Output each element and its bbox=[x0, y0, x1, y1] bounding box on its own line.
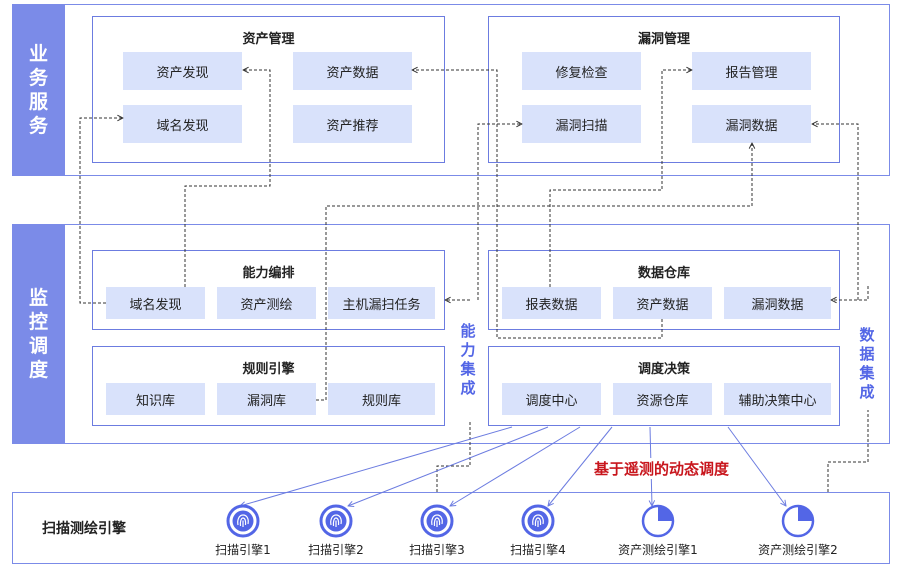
wh-asset-data-cell: 资产数据 bbox=[613, 287, 712, 319]
connector-data-to-vulndata bbox=[812, 124, 859, 300]
dispatch-line-4 bbox=[548, 426, 613, 506]
engine-scan-2: 扫描引擎2 bbox=[306, 503, 366, 563]
connector-engine-to-capability bbox=[436, 420, 471, 492]
dispatch-line-1 bbox=[240, 426, 513, 506]
engine-mapping-1: 资产测绘引擎1 bbox=[618, 503, 698, 563]
vuln-scan-cell: 漏洞扫描 bbox=[522, 105, 641, 143]
capability-integration-label: 能力集成 bbox=[458, 322, 478, 398]
connector-domain-loop bbox=[79, 118, 123, 304]
rule-db-cell: 规则库 bbox=[328, 383, 435, 415]
scheduling-center-cell: 调度中心 bbox=[502, 383, 601, 415]
asset-data-cell: 资产数据 bbox=[293, 52, 412, 90]
dispatch-line-6 bbox=[727, 426, 786, 506]
orch-asset-mapping-cell: 资产测绘 bbox=[217, 287, 316, 319]
dispatch-line-3 bbox=[450, 426, 581, 506]
knowledge-base-cell: 知识库 bbox=[106, 383, 205, 415]
connector-capability-to-vulnscan bbox=[477, 124, 522, 300]
report-data-cell: 报表数据 bbox=[502, 287, 601, 319]
report-management-cell: 报告管理 bbox=[692, 52, 811, 90]
wh-vuln-data-cell: 漏洞数据 bbox=[724, 287, 831, 319]
engine-label: 资产测绘引擎2 bbox=[758, 543, 838, 557]
data-integration-label: 数据集成 bbox=[857, 326, 877, 402]
orch-host-scan-task-cell: 主机漏扫任务 bbox=[328, 287, 435, 319]
monitor-layer-label: 监控调度 bbox=[12, 224, 65, 444]
orchestration-title: 能力编排 bbox=[242, 266, 295, 281]
business-layer-label: 业务服务 bbox=[12, 4, 65, 176]
engine-label: 扫描引擎3 bbox=[409, 543, 465, 557]
fingerprint-icon bbox=[521, 504, 555, 538]
engine-mapping-2: 资产测绘引擎2 bbox=[758, 503, 838, 563]
dynamic-scheduling-label: 基于遥测的动态调度 bbox=[594, 458, 730, 479]
asset-recommend-cell: 资产推荐 bbox=[293, 105, 412, 143]
rule-engine-title: 规则引擎 bbox=[242, 362, 295, 377]
fix-check-cell: 修复检查 bbox=[522, 52, 641, 90]
pie-chart-icon bbox=[641, 504, 675, 538]
engine-layer-label: 扫描测绘引擎 bbox=[42, 521, 126, 537]
data-warehouse-title: 数据仓库 bbox=[637, 266, 690, 281]
pie-chart-icon bbox=[781, 504, 815, 538]
engine-label: 扫描引擎4 bbox=[510, 543, 566, 557]
connector-report-to-reportmgmt bbox=[549, 70, 692, 287]
fingerprint-icon bbox=[420, 504, 454, 538]
domain-discovery-cell: 域名发现 bbox=[123, 105, 242, 143]
engine-label: 扫描引擎1 bbox=[215, 543, 271, 557]
resource-repo-cell: 资源仓库 bbox=[613, 383, 712, 415]
connector-engine-to-data bbox=[827, 410, 869, 492]
asset-management-title: 资产管理 bbox=[242, 32, 295, 47]
connector-warehouse-to-assetdata bbox=[412, 70, 663, 339]
fingerprint-icon bbox=[319, 504, 353, 538]
dispatch-line-2 bbox=[348, 426, 549, 506]
asset-discovery-cell: 资产发现 bbox=[123, 52, 242, 90]
engine-scan-1: 扫描引擎1 bbox=[213, 503, 273, 563]
engine-label: 资产测绘引擎1 bbox=[618, 543, 698, 557]
engine-scan-3: 扫描引擎3 bbox=[407, 503, 467, 563]
decision-support-cell: 辅助决策中心 bbox=[724, 383, 831, 415]
engine-label: 扫描引擎2 bbox=[308, 543, 364, 557]
connector-vulndb-to-vulndata bbox=[316, 143, 752, 401]
vuln-data-cell: 漏洞数据 bbox=[692, 105, 811, 143]
engine-scan-4: 扫描引擎4 bbox=[508, 503, 568, 563]
connector-to-asset-discovery bbox=[184, 70, 271, 287]
scheduling-decision-title: 调度决策 bbox=[637, 362, 690, 377]
connector-data-to-whvuln bbox=[831, 286, 869, 300]
vuln-management-title: 漏洞管理 bbox=[637, 32, 690, 47]
orch-domain-discovery-cell: 域名发现 bbox=[106, 287, 205, 319]
vuln-db-cell: 漏洞库 bbox=[217, 383, 316, 415]
fingerprint-icon bbox=[226, 504, 260, 538]
